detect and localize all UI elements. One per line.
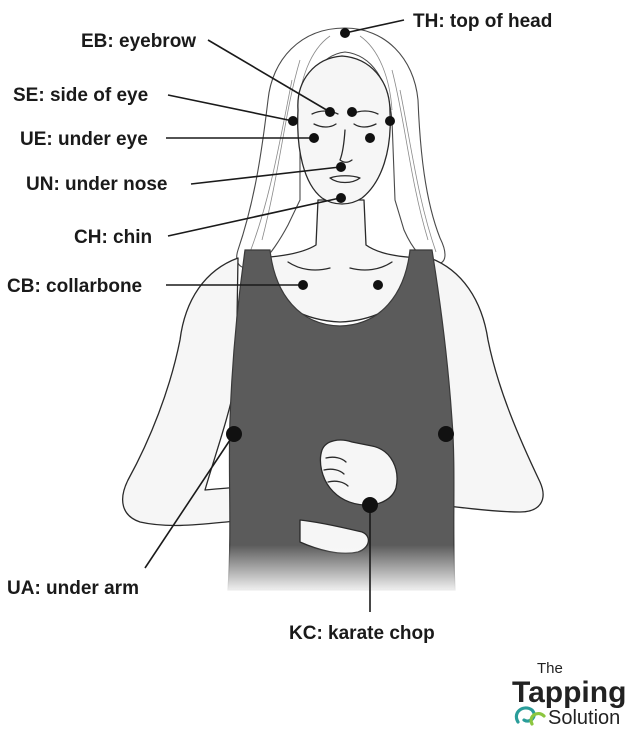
eb-label: EB: eyebrow — [81, 31, 196, 52]
logo-tapping: Tapping — [512, 676, 626, 709]
ua-dot-left — [226, 426, 242, 442]
th-label: TH: top of head — [413, 11, 552, 32]
th-dot — [340, 28, 350, 38]
th-leader — [345, 20, 404, 33]
ue-dot-left — [309, 133, 319, 143]
kc-label: KC: karate chop — [289, 623, 435, 644]
un-label: UN: under nose — [26, 174, 167, 195]
eb-dot-right — [347, 107, 357, 117]
un-dot — [336, 162, 346, 172]
cb-dot-left — [298, 280, 308, 290]
se-label: SE: side of eye — [13, 85, 148, 106]
swirl-icon — [516, 708, 544, 724]
ch-label: CH: chin — [74, 227, 152, 248]
face — [298, 56, 391, 204]
ua-label: UA: under arm — [7, 578, 139, 599]
ue-dot-right — [365, 133, 375, 143]
logo-solution: Solution — [548, 707, 620, 729]
ue-label: UE: under eye — [20, 129, 148, 150]
eb-dot-left — [325, 107, 335, 117]
kc-dot — [362, 497, 378, 513]
ch-dot — [336, 193, 346, 203]
ua-dot-right — [438, 426, 454, 442]
se-dot-left — [288, 116, 298, 126]
tapping-solution-logo: The Tapping Solution — [512, 660, 626, 729]
logo-the: The — [537, 660, 563, 677]
cb-dot-right — [373, 280, 383, 290]
cb-label: CB: collarbone — [7, 276, 142, 297]
se-dot-right — [385, 116, 395, 126]
